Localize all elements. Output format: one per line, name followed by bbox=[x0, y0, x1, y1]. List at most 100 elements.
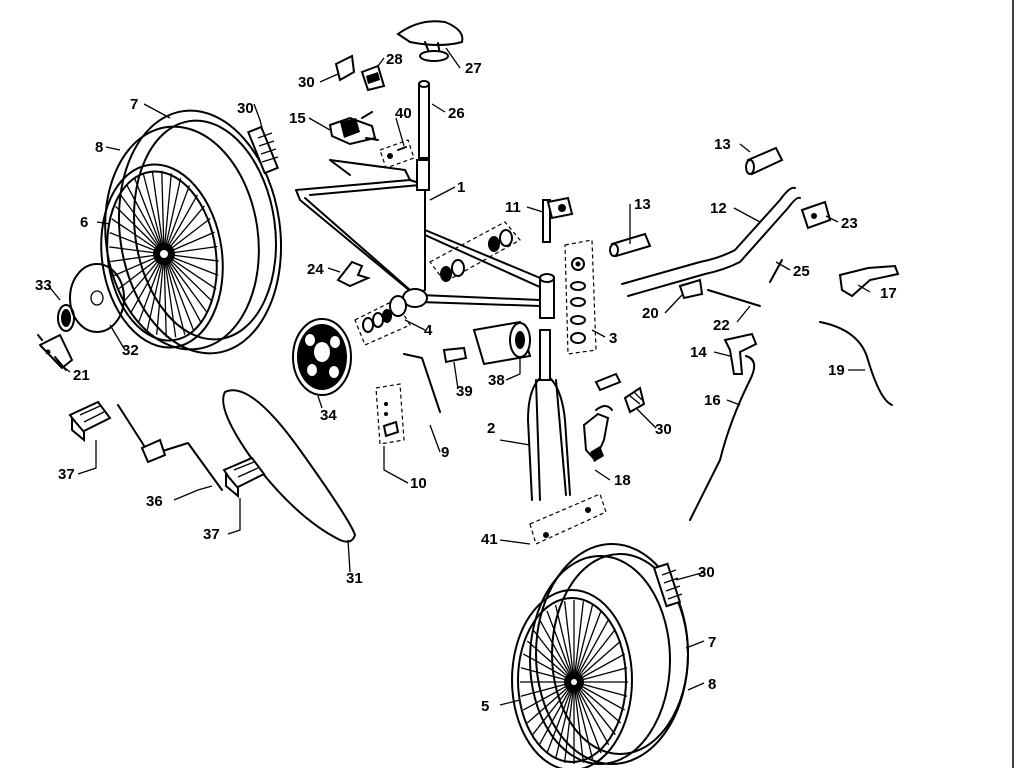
spoke bbox=[115, 205, 165, 255]
spoke bbox=[163, 185, 191, 255]
spoke bbox=[573, 628, 616, 683]
label-14: 14 bbox=[690, 344, 707, 361]
spoke bbox=[163, 194, 199, 255]
label-31: 31 bbox=[346, 570, 363, 587]
brake-lever-14 bbox=[723, 332, 758, 375]
label-39: 39 bbox=[456, 383, 473, 400]
spoke bbox=[163, 178, 182, 255]
saddle-27 bbox=[396, 20, 464, 62]
spoke bbox=[573, 681, 594, 760]
kickstand-24 bbox=[336, 260, 371, 288]
spoke bbox=[161, 170, 165, 255]
label-13-left: 13 bbox=[634, 196, 651, 213]
label-30-top: 30 bbox=[298, 74, 315, 91]
reflector-30-top bbox=[334, 54, 356, 82]
label-32: 32 bbox=[122, 342, 139, 359]
spoke bbox=[573, 604, 594, 683]
spoke bbox=[573, 681, 585, 763]
leader-lines bbox=[46, 47, 871, 706]
spoke bbox=[137, 253, 165, 323]
spoke bbox=[563, 601, 575, 683]
label-15: 15 bbox=[289, 110, 306, 127]
hardware-group-10 bbox=[375, 383, 405, 445]
clamp-23 bbox=[800, 200, 832, 230]
spoke bbox=[163, 253, 167, 338]
label-28: 28 bbox=[386, 51, 403, 68]
cable-16 bbox=[689, 355, 756, 521]
label-2: 2 bbox=[487, 420, 495, 437]
label-7-rear: 7 bbox=[130, 96, 138, 113]
label-25: 25 bbox=[793, 263, 810, 280]
label-9: 9 bbox=[441, 444, 449, 461]
pedal-37-upper bbox=[68, 400, 112, 443]
spoke bbox=[532, 681, 575, 736]
spoke bbox=[573, 640, 622, 683]
label-37-lower: 37 bbox=[203, 526, 220, 543]
hardware-group-41 bbox=[529, 493, 607, 545]
label-20: 20 bbox=[642, 305, 659, 322]
spoke bbox=[163, 253, 186, 335]
label-22: 22 bbox=[713, 317, 730, 334]
cylinder-38 bbox=[472, 320, 532, 366]
reflector-30-front bbox=[652, 562, 683, 608]
spoke bbox=[526, 681, 575, 724]
freewheel-sprocket bbox=[57, 304, 75, 332]
chainwheel-34 bbox=[292, 318, 352, 396]
label-8-front: 8 bbox=[708, 676, 716, 693]
cable-25 bbox=[769, 259, 783, 283]
frame-1 bbox=[295, 159, 555, 319]
spoke bbox=[134, 178, 165, 255]
spoke bbox=[526, 640, 575, 683]
part-labels: 1 2 3 4 5 6 7 7 8 8 9 10 11 12 13 13 14 … bbox=[35, 51, 897, 715]
label-26: 26 bbox=[448, 105, 465, 122]
brake-lever-17 bbox=[838, 264, 900, 298]
label-27: 27 bbox=[465, 60, 482, 77]
handlebar-stem-11 bbox=[542, 196, 574, 243]
spoke bbox=[151, 170, 165, 255]
cable-22 bbox=[707, 289, 761, 307]
spoke bbox=[532, 628, 575, 683]
rear-dropout-brackets bbox=[37, 334, 73, 371]
spoke bbox=[546, 610, 575, 683]
spoke bbox=[163, 253, 213, 303]
seat-post-26 bbox=[418, 80, 430, 159]
spoke bbox=[573, 618, 610, 683]
crank-arm-36 bbox=[117, 404, 223, 491]
label-10: 10 bbox=[410, 475, 427, 492]
label-23: 23 bbox=[841, 215, 858, 232]
frame-bearings bbox=[429, 221, 521, 283]
front-fork-2 bbox=[527, 329, 571, 501]
spoke bbox=[146, 253, 165, 330]
clip-39 bbox=[442, 346, 468, 364]
spoke bbox=[120, 194, 165, 255]
spoke bbox=[142, 173, 165, 255]
label-41: 41 bbox=[481, 531, 498, 548]
label-33: 33 bbox=[35, 277, 52, 294]
seat-clamp-15 bbox=[328, 111, 379, 146]
rod-9 bbox=[403, 353, 441, 413]
rear-reflector-30 bbox=[246, 125, 280, 175]
spoke bbox=[573, 681, 616, 736]
label-24: 24 bbox=[307, 261, 324, 278]
spoke bbox=[573, 681, 610, 746]
spoke bbox=[546, 681, 575, 754]
spoke bbox=[129, 253, 165, 314]
label-3: 3 bbox=[609, 330, 617, 347]
cable-19 bbox=[819, 321, 893, 406]
spoke bbox=[163, 253, 194, 330]
label-1: 1 bbox=[457, 179, 465, 196]
shifter-20 bbox=[678, 278, 704, 300]
spoke bbox=[163, 253, 208, 314]
label-11: 11 bbox=[505, 199, 521, 216]
label-30-rear: 30 bbox=[237, 100, 254, 117]
pedal-37-lower bbox=[222, 456, 266, 499]
label-37-upper: 37 bbox=[58, 466, 75, 483]
grip-13-left bbox=[609, 232, 652, 258]
spoke bbox=[156, 253, 165, 335]
brake-bolt-29 bbox=[594, 372, 622, 392]
spoke bbox=[538, 618, 575, 683]
headset-3 bbox=[564, 239, 597, 355]
spoke bbox=[163, 173, 172, 255]
label-38: 38 bbox=[488, 372, 505, 389]
